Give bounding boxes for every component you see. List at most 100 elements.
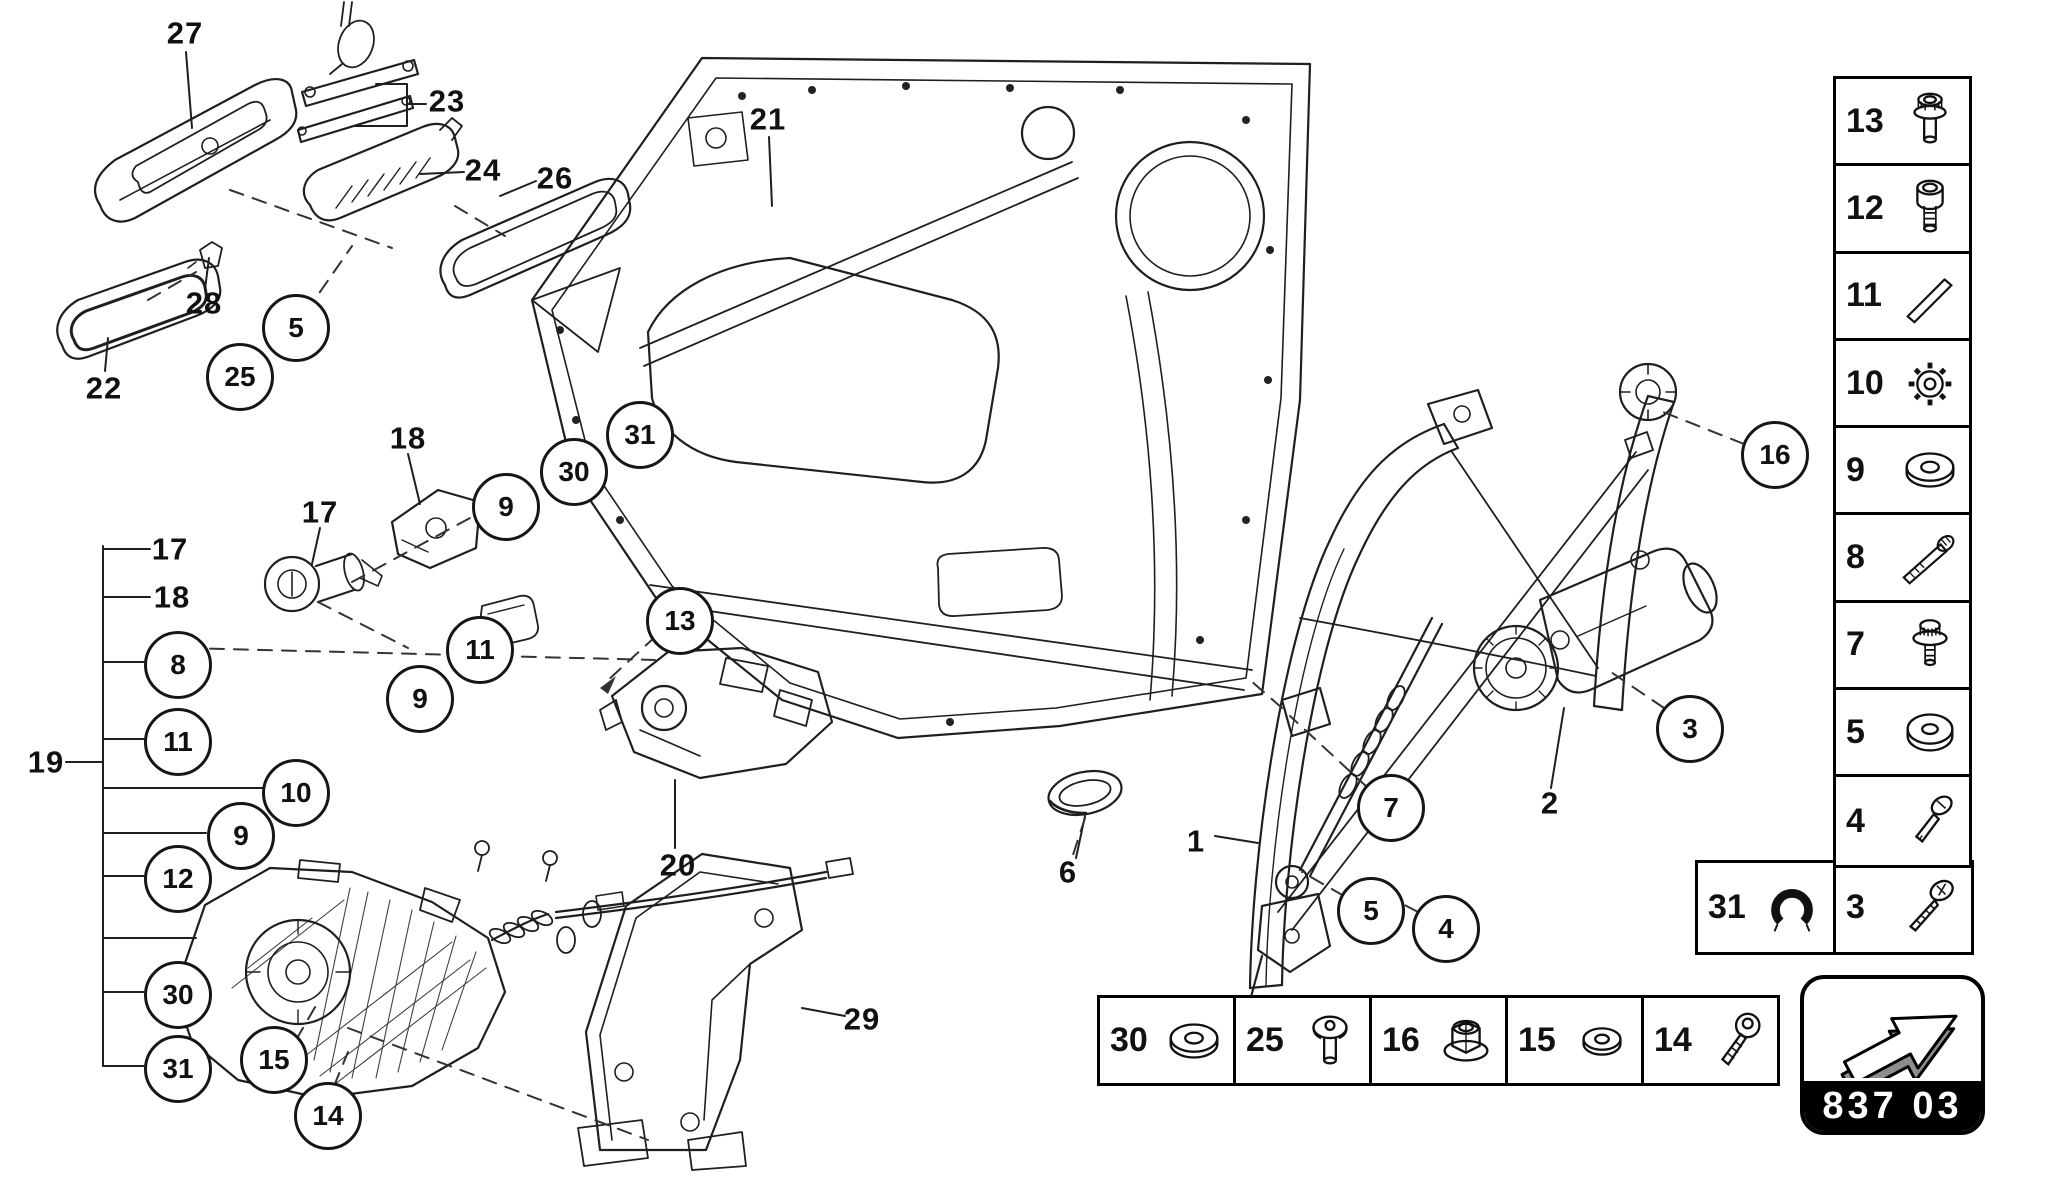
shoulder-screw-icon: [1896, 87, 1964, 155]
callout-circle-31: 31: [144, 1035, 212, 1103]
cable-spring-art: [1338, 685, 1406, 799]
part-label-29: 29: [843, 1001, 881, 1037]
legend-item-12: 12: [1836, 166, 1969, 254]
callout-circle-11: 11: [144, 708, 212, 776]
legend-item-25: 25: [1233, 995, 1372, 1086]
washer-small-icon: [1568, 1007, 1636, 1075]
legend-item-number: 15: [1518, 1021, 1556, 1059]
callout-circle-4: 4: [1412, 895, 1480, 963]
door-panel-art: [530, 56, 1312, 817]
part-label-21: 21: [749, 101, 787, 137]
part-label-18: 18: [389, 420, 427, 456]
callout-circle-9: 9: [207, 802, 275, 870]
callout-circle-31: 31: [606, 401, 674, 469]
washer-large-icon: [1896, 698, 1964, 766]
part-label-19: 19: [27, 744, 65, 780]
tapping-screw-icon: [1896, 874, 1964, 942]
hatch-texture: [231, 887, 487, 1089]
pin-icon: [1896, 262, 1964, 330]
part-label-27: 27: [166, 15, 204, 51]
nav-arrow-3d-icon: [1840, 1014, 1958, 1078]
page-code: 837 03: [1804, 1081, 1981, 1131]
legend-item-14: 14: [1641, 995, 1780, 1086]
callout-circle-3: 3: [1656, 695, 1724, 763]
callout-circle-15: 15: [240, 1026, 308, 1094]
legend-item-number: 10: [1846, 363, 1884, 402]
door-handle-art: [56, 1, 632, 360]
callout-circle-30: 30: [540, 438, 608, 506]
legend-item-9: 9: [1836, 428, 1969, 516]
part-label-23: 23: [428, 83, 466, 119]
grommet-art: [1047, 769, 1123, 817]
callout-circle-25: 25: [206, 343, 274, 411]
long-bolt-icon: [1896, 524, 1964, 592]
dash-arrowhead: [600, 676, 616, 694]
part-label-22: 22: [85, 370, 123, 406]
legend-item-31: 31: [1695, 860, 1836, 955]
page-code-badge: 837 03: [1800, 975, 1985, 1135]
callout-circle-9: 9: [386, 665, 454, 733]
legend-item-number: 3: [1846, 888, 1865, 926]
legend-item-number: 7: [1846, 625, 1865, 664]
callout-circle-14: 14: [294, 1082, 362, 1150]
washer-flat-icon: [1160, 1007, 1228, 1075]
legend-item-number: 30: [1110, 1021, 1148, 1059]
part-label-24: 24: [464, 152, 502, 188]
legend-pair-row: 31 3: [1695, 860, 1974, 955]
legend-item-number: 13: [1846, 101, 1884, 140]
socket-screw-icon: [1896, 174, 1964, 242]
mount-bracket-art: [556, 852, 804, 1171]
callout-circle-10: 10: [262, 759, 330, 827]
part-label-28: 28: [185, 285, 223, 321]
callout-circle-7: 7: [1357, 774, 1425, 842]
part-label-20: 20: [659, 847, 697, 883]
callout-circle-11: 11: [446, 616, 514, 684]
door-motor-art: [1472, 547, 1718, 712]
washer-screw-icon: [1704, 1007, 1772, 1075]
legend-item-7: 7: [1836, 602, 1969, 691]
legend-item-number: 12: [1846, 188, 1884, 227]
screw-diag-icon: [1896, 787, 1964, 855]
legend-item-number: 25: [1246, 1021, 1284, 1059]
nav-arrow-zone: [1804, 979, 1981, 1081]
star-gear-icon: [1896, 349, 1964, 417]
latch-art: [599, 646, 834, 780]
legend-item-3: 3: [1833, 860, 1974, 955]
part-label-26: 26: [536, 160, 574, 196]
callout-circle-5: 5: [1337, 877, 1405, 945]
callout-circle-30: 30: [144, 961, 212, 1029]
legend-item-11: 11: [1836, 253, 1969, 341]
legend-item-30: 30: [1097, 995, 1236, 1086]
callout-circle-13: 13: [646, 587, 714, 655]
callout-circle-8: 8: [144, 631, 212, 699]
leader-lines: [65, 51, 1565, 1067]
part-label-17: 17: [301, 494, 339, 530]
callout-circle-16: 16: [1741, 421, 1809, 489]
legend-item-8: 8: [1836, 515, 1969, 603]
rivet-screw-icon: [1296, 1007, 1364, 1075]
legend-item-number: 16: [1382, 1021, 1420, 1059]
legend-item-number: 4: [1846, 801, 1865, 840]
flange-nut-icon: [1432, 1007, 1500, 1075]
door-bolt-holes: [556, 82, 1274, 726]
legend-item-number: 31: [1708, 888, 1746, 926]
legend-item-16: 16: [1369, 995, 1508, 1086]
legend-sidebar: 13 12 11 10 9 8 7 5 4: [1833, 76, 1972, 868]
legend-item-number: 14: [1654, 1021, 1692, 1059]
flange-screw-icon: [1896, 611, 1964, 679]
washer-flat-icon: [1896, 436, 1964, 504]
legend-item-5: 5: [1836, 690, 1969, 778]
legend-item-number: 9: [1846, 450, 1865, 489]
part-label-17: 17: [151, 531, 189, 567]
c-clip-icon: [1758, 874, 1826, 942]
door-lock-art: [173, 840, 854, 1100]
legend-item-15: 15: [1505, 995, 1644, 1086]
legend-item-4: 4: [1836, 777, 1969, 865]
legend-item-number: 11: [1846, 276, 1882, 315]
callout-circle-9: 9: [472, 473, 540, 541]
part-label-2: 2: [1540, 785, 1560, 821]
legend-item-10: 10: [1836, 340, 1969, 429]
window-regulator-art: [1246, 362, 1678, 1010]
